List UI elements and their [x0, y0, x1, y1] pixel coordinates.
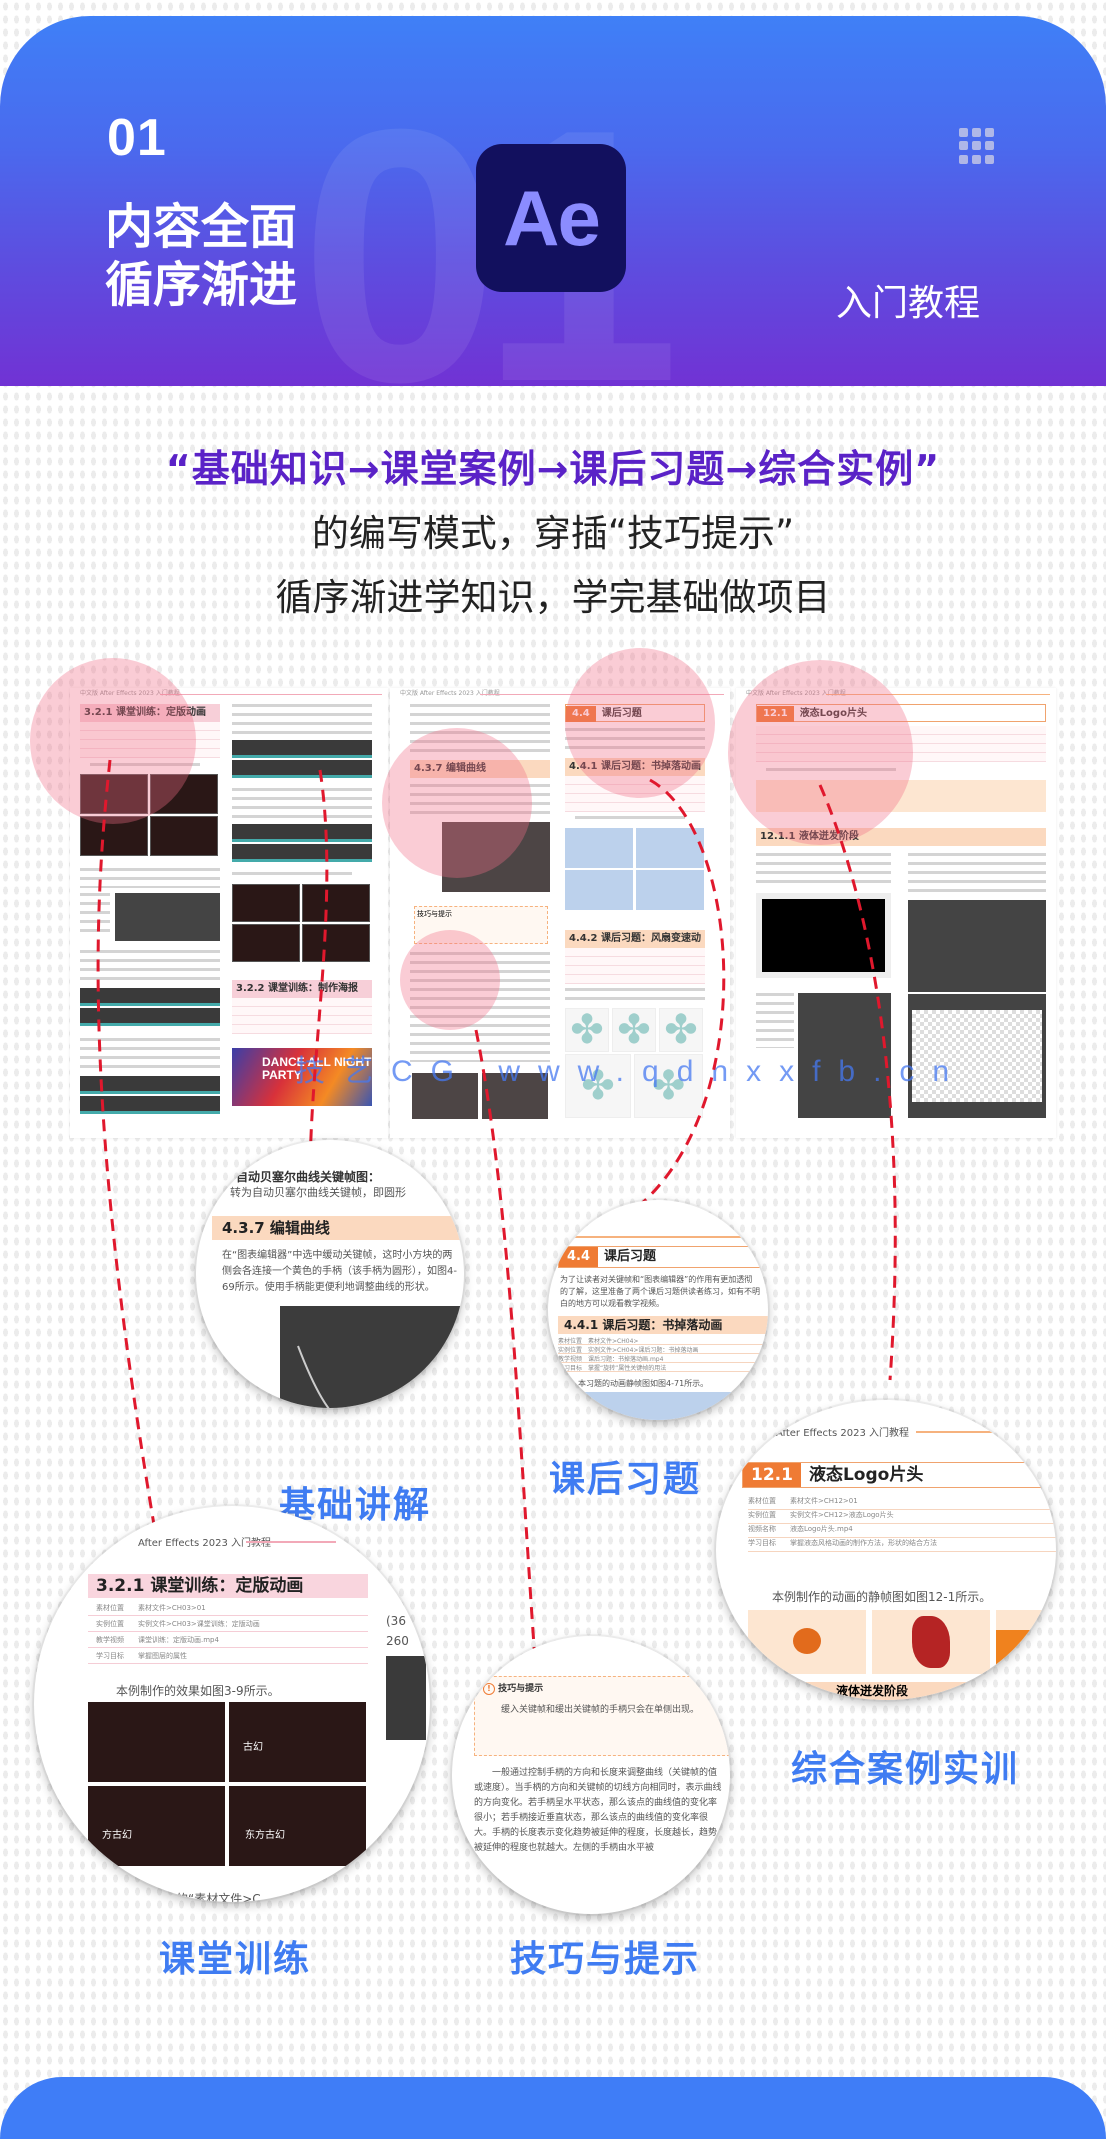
figure-timeline: [232, 824, 372, 842]
tip-title: 技巧与提示: [417, 910, 452, 918]
section-heading: 4.3.7 编辑曲线: [410, 760, 550, 778]
meta-table: [565, 948, 705, 984]
lens-meta-table: 素材位置 素材文件>CH03>01 实例位置 实例文件>CH03>课堂训练：定版…: [88, 1600, 368, 1664]
figure-timeline: [80, 1096, 220, 1114]
figure-frame: [88, 1702, 225, 1782]
section-heading: 3.2.1 课堂训练：定版动画: [80, 704, 220, 722]
lens-basics: 自动贝塞尔曲线关键帧图： 转为自动贝塞尔曲线关键帧，即圆形 4.3.7 编辑曲线…: [196, 1140, 464, 1408]
grid-dots-icon: [959, 128, 995, 164]
hero-number: 01: [107, 109, 167, 167]
lens-body: 在“图表编辑器”中选中缓动关键帧，这时小方块的两侧会各连接一个黄色的手柄（该手柄…: [222, 1250, 457, 1293]
section-heading: 12.1.1 液体迸发阶段: [756, 828, 1046, 846]
section-number: 4.4: [566, 706, 596, 722]
figure-frame: [80, 774, 148, 814]
figure-logo-sequence: [756, 780, 1046, 812]
figure-timeline: [80, 1076, 220, 1094]
slogan-line2: 的编写模式，穿插“技巧提示”: [311, 512, 795, 555]
section-heading: 4.4.2 课后习题：风扇变速动画: [565, 930, 705, 962]
figure-graph-editor: [412, 1073, 478, 1119]
figure-bookshelf: [636, 870, 704, 910]
page-header: 中文版 After Effects 2023 入门教程: [70, 688, 388, 700]
figure-frame: [80, 816, 148, 856]
tip-title-row: ! 技巧与提示: [483, 1681, 543, 1695]
figure-timeline: [232, 844, 372, 862]
lens-tips: ! 技巧与提示 缓入关键帧和缓出关键帧的手柄只会在单侧出现。 一般通过控制手柄的…: [452, 1636, 730, 1914]
figure-frame: [302, 924, 370, 962]
after-effects-logo-icon: Ae: [476, 144, 626, 292]
section-number: 12.1: [757, 706, 794, 722]
meta-table: [80, 722, 220, 758]
figure-fan: [565, 1008, 609, 1052]
meta-table: [565, 776, 705, 812]
warning-circle-icon: !: [483, 1683, 495, 1695]
label-tips: 技巧与提示: [509, 1939, 700, 1980]
hero-banner: 01 01 内容全面 循序渐进 Ae 入门教程: [0, 16, 1106, 386]
figure-frame: 方古幻: [88, 1786, 225, 1866]
page-header: 中文版 After Effects 2023 入门教程: [736, 688, 1056, 700]
meta-table: [756, 726, 1046, 762]
figure-timeline: [80, 1008, 220, 1026]
figure-ui: [115, 893, 220, 941]
hero-title-line1: 内容全面: [105, 199, 298, 255]
slogan-line1: “基础知识→课堂案例→课后习题→综合实例”: [165, 447, 941, 491]
poster-figure: DANCE ALL NIGHT PARTY: [232, 1048, 372, 1106]
figure-frame: [150, 774, 218, 814]
section-heading: 4.4.1 课后习题：书掉落动画: [565, 758, 705, 776]
figure-frame: [302, 884, 370, 922]
tip-box: 技巧与提示: [414, 906, 548, 944]
page-header: 中文版 After Effects 2023 入门教程: [390, 688, 730, 700]
figure-frame: [150, 816, 218, 856]
figure-frame: 东方古幻: [229, 1786, 366, 1866]
hero-title: 内容全面 循序渐进: [105, 198, 297, 314]
hero-tag: 入门教程: [836, 283, 981, 324]
figure-bookshelf: [565, 828, 633, 868]
lens-meta-table: 素材位置 素材文件>CH12>01 实例位置 实例文件>CH12>液态Logo片…: [748, 1496, 1056, 1552]
hero-title-line2: 循序渐进: [105, 257, 298, 313]
figure-timeline: [232, 740, 372, 758]
lens-section-heading: 4.3.7 编辑曲线: [212, 1216, 464, 1240]
figure-import-dialog: [756, 893, 891, 978]
figure-frame: [232, 924, 300, 962]
section-heading: 3.2.2 课堂训练：制作海报: [232, 980, 372, 998]
figure-graph-editor: [442, 822, 550, 892]
figure-frame: 古幻: [229, 1702, 366, 1782]
label-classroom: 课堂训练: [158, 1939, 311, 1980]
slogan-line3: 循序渐进学知识，学完基础做项目: [275, 576, 831, 619]
figure-frame: [232, 884, 300, 922]
figure-fan: [565, 1054, 631, 1118]
figure-bookshelf: [565, 870, 633, 910]
lens-classroom: After Effects 2023 入门教程 3.2.1 课堂训练：定版动画 …: [34, 1506, 430, 1902]
figure-ae-panel: [908, 900, 1046, 992]
lens-meta-table: 素材位置 素材文件>CH04> 实例位置 实例文件>CH04>课后习题：书掉落动…: [558, 1336, 768, 1372]
label-project: 综合案例实训: [790, 1749, 1019, 1790]
graph-editor-figure: [280, 1306, 464, 1408]
ae-logo-text: Ae: [503, 173, 601, 262]
next-section-tab: [0, 2077, 1106, 2139]
meta-table: [232, 998, 372, 1034]
figure-timeline: [80, 988, 220, 1006]
figure-bookshelf: [636, 828, 704, 868]
watermark-text: 技艺CG www.qdnxxfb.cn: [295, 1055, 968, 1088]
label-exercises: 课后习题: [548, 1459, 701, 1500]
figure-timeline: [232, 760, 372, 778]
lens-body: 一般通过控制手柄的方向和长度来调整曲线（关键帧的值或速度）。当手柄的方向和关键帧…: [474, 1768, 722, 1853]
figure-ae-canvas: [908, 994, 1046, 1118]
lens-tip-box: ! 技巧与提示 缓入关键帧和缓出关键帧的手柄只会在单侧出现。: [474, 1676, 730, 1756]
lens-section-heading: 3.2.1 课堂训练：定版动画: [88, 1574, 368, 1598]
